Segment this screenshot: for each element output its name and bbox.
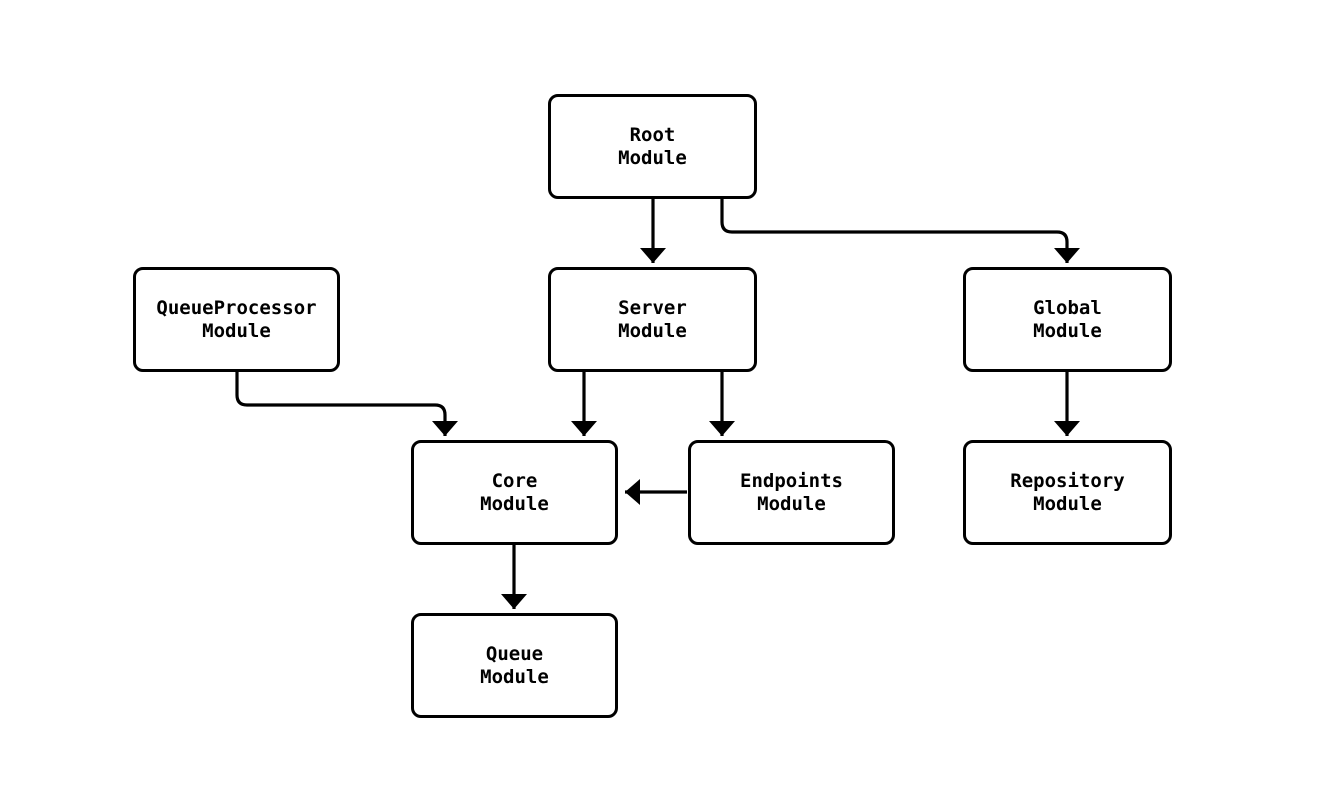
node-label-line: Module — [1033, 319, 1102, 342]
edge-queueprocessor-to-core — [235, 372, 458, 436]
node-queueprocessor-module: QueueProcessor Module — [133, 267, 340, 372]
node-label-line: Root — [629, 123, 676, 146]
node-label-line: Module — [480, 665, 549, 688]
node-label-line: Module — [618, 319, 687, 342]
node-endpoints-module: Endpoints Module — [688, 440, 895, 545]
node-server-module: Server Module — [548, 267, 757, 372]
node-label-line: QueueProcessor — [156, 296, 317, 319]
node-label-line: Module — [1033, 492, 1102, 515]
node-core-module: Core Module — [411, 440, 618, 545]
node-label-line: Module — [202, 319, 271, 342]
node-label-line: Core — [491, 469, 538, 492]
node-label-line: Module — [618, 146, 687, 169]
node-label-line: Queue — [485, 642, 544, 665]
node-label-line: Repository — [1010, 469, 1125, 492]
node-label-line: Global — [1033, 296, 1102, 319]
node-label-line: Endpoints — [740, 469, 843, 492]
node-label-line: Module — [480, 492, 549, 515]
node-global-module: Global Module — [963, 267, 1172, 372]
node-label-line: Module — [757, 492, 826, 515]
node-queue-module: Queue Module — [411, 613, 618, 718]
node-label-line: Server — [618, 296, 687, 319]
node-repository-module: Repository Module — [963, 440, 1172, 545]
node-root-module: Root Module — [548, 94, 757, 199]
edge-root-to-global — [720, 198, 1080, 263]
